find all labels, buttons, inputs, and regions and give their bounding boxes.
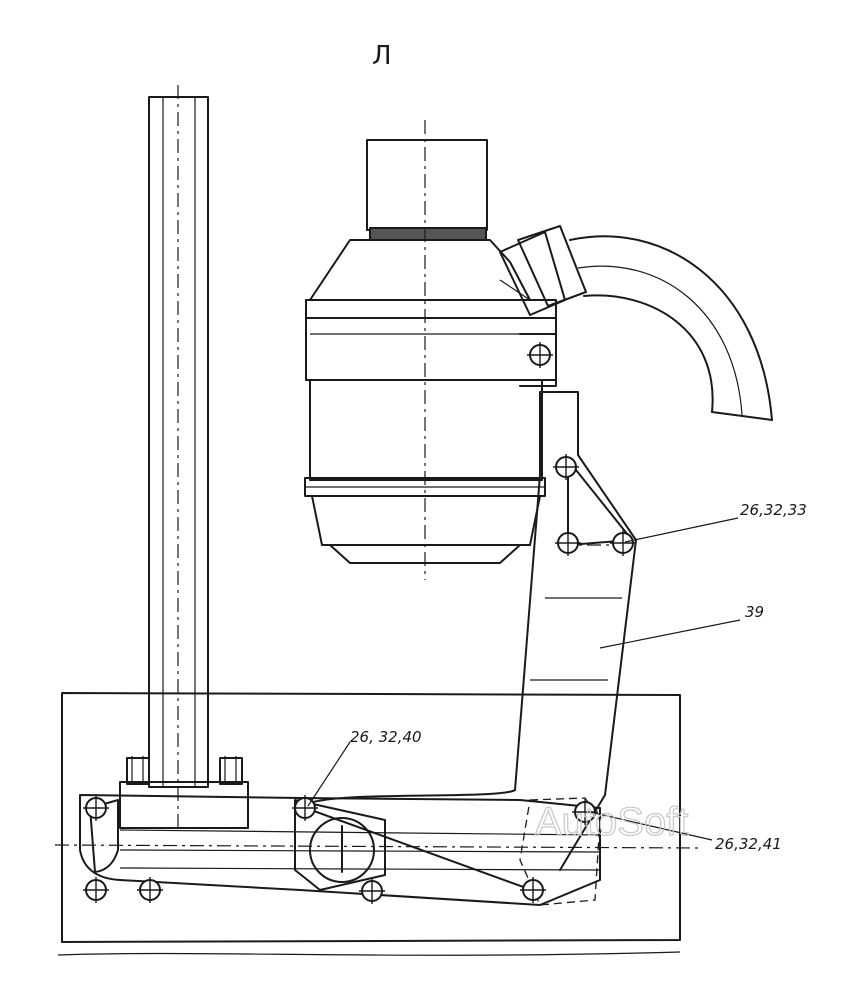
- bolt-icon: [572, 799, 598, 825]
- filter-clamp-bolt-icon: [527, 342, 553, 368]
- bolt-icon: [553, 454, 579, 480]
- exhaust-manifold: [54, 794, 701, 906]
- bolt-icon: [555, 530, 581, 556]
- base-frame: [57, 692, 681, 956]
- air-filter: [304, 120, 557, 580]
- callout-label: 26,32,33: [740, 501, 807, 519]
- callout-label: 39: [745, 603, 764, 621]
- callout-label: 26,32,41: [715, 835, 782, 853]
- vertical-pipe: [148, 85, 209, 830]
- bolt-icon: [359, 878, 385, 904]
- watermark: AutoSoft: [535, 800, 688, 844]
- intake-elbow: [499, 225, 773, 421]
- callout-label: 26, 32,40: [350, 728, 422, 746]
- bolt-icon: [83, 795, 109, 821]
- bolt-icon: [610, 530, 636, 556]
- leader-lines: [307, 517, 741, 841]
- pipe-flange: [119, 756, 249, 829]
- bolt-icon: [137, 877, 163, 903]
- view-label: Л: [372, 41, 392, 71]
- bolt-icon: [520, 877, 546, 903]
- filter-clamp: [519, 333, 557, 387]
- bolt-icon: [83, 877, 109, 903]
